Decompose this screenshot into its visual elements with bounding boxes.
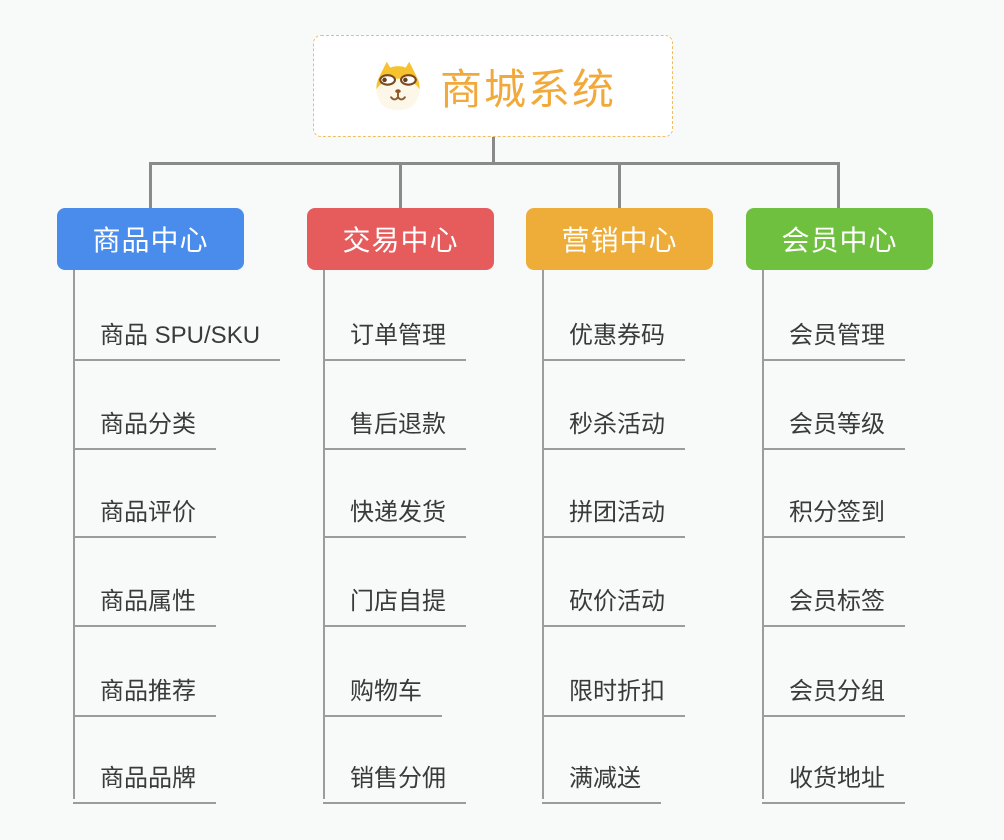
root-node-label: 商城系统 <box>439 65 616 113</box>
leaf-node[interactable]: 优惠券码 <box>542 315 685 361</box>
connector-horizontal-bar <box>149 162 840 165</box>
leaf-node[interactable]: 快递发货 <box>323 492 466 538</box>
leaf-node[interactable]: 订单管理 <box>323 315 466 361</box>
leaf-node[interactable]: 商品 SPU/SKU <box>73 315 281 361</box>
leaf-node[interactable]: 收货地址 <box>762 758 905 804</box>
connector-drop-product <box>149 162 152 208</box>
leaf-node[interactable]: 限时折扣 <box>542 671 685 717</box>
branch-label: 营销中心 <box>561 225 678 256</box>
leaf-node[interactable]: 满减送 <box>542 758 661 804</box>
leaf-column-product: 商品 SPU/SKU 商品分类 商品评价 商品属性 商品推荐 商品品牌 <box>73 270 333 810</box>
leaf-node[interactable]: 会员分组 <box>762 671 905 717</box>
branch-label: 会员中心 <box>781 225 898 256</box>
root-node[interactable]: 商城系统 <box>313 35 673 137</box>
branch-node-marketing-center[interactable]: 营销中心 <box>526 208 713 270</box>
branch-label: 商品中心 <box>92 225 209 256</box>
leaf-node[interactable]: 售后退款 <box>323 404 466 450</box>
connector-drop-marketing <box>618 162 621 208</box>
leaf-node[interactable]: 商品分类 <box>73 404 216 450</box>
connector-root-stem <box>492 137 495 164</box>
leaf-node[interactable]: 商品推荐 <box>73 671 216 717</box>
leaf-node[interactable]: 会员等级 <box>762 404 905 450</box>
branch-node-member-center[interactable]: 会员中心 <box>746 208 933 270</box>
leaf-node[interactable]: 购物车 <box>323 671 442 717</box>
branch-label: 交易中心 <box>342 225 459 256</box>
leaf-node[interactable]: 商品品牌 <box>73 758 216 804</box>
leaf-column-marketing: 优惠券码 秒杀活动 拼团活动 砍价活动 限时折扣 满减送 <box>542 270 802 810</box>
leaf-node[interactable]: 积分签到 <box>762 492 905 538</box>
leaf-node[interactable]: 拼团活动 <box>542 492 685 538</box>
leaf-node[interactable]: 会员标签 <box>762 581 905 627</box>
leaf-column-trade: 订单管理 售后退款 快递发货 门店自提 购物车 销售分佣 <box>323 270 583 810</box>
leaf-node[interactable]: 销售分佣 <box>323 758 466 804</box>
leaf-node[interactable]: 砍价活动 <box>542 581 685 627</box>
branch-node-product-center[interactable]: 商品中心 <box>57 208 244 270</box>
leaf-node[interactable]: 秒杀活动 <box>542 404 685 450</box>
leaf-column-member: 会员管理 会员等级 积分签到 会员标签 会员分组 收货地址 <box>762 270 1004 810</box>
leaf-node[interactable]: 会员管理 <box>762 315 905 361</box>
leaf-node[interactable]: 商品属性 <box>73 581 216 627</box>
connector-drop-member <box>837 162 840 208</box>
leaf-node[interactable]: 商品评价 <box>73 492 216 538</box>
shiba-dog-icon <box>376 61 420 111</box>
connector-drop-trade <box>399 162 402 208</box>
leaf-node[interactable]: 门店自提 <box>323 581 466 627</box>
branch-node-trade-center[interactable]: 交易中心 <box>307 208 494 270</box>
